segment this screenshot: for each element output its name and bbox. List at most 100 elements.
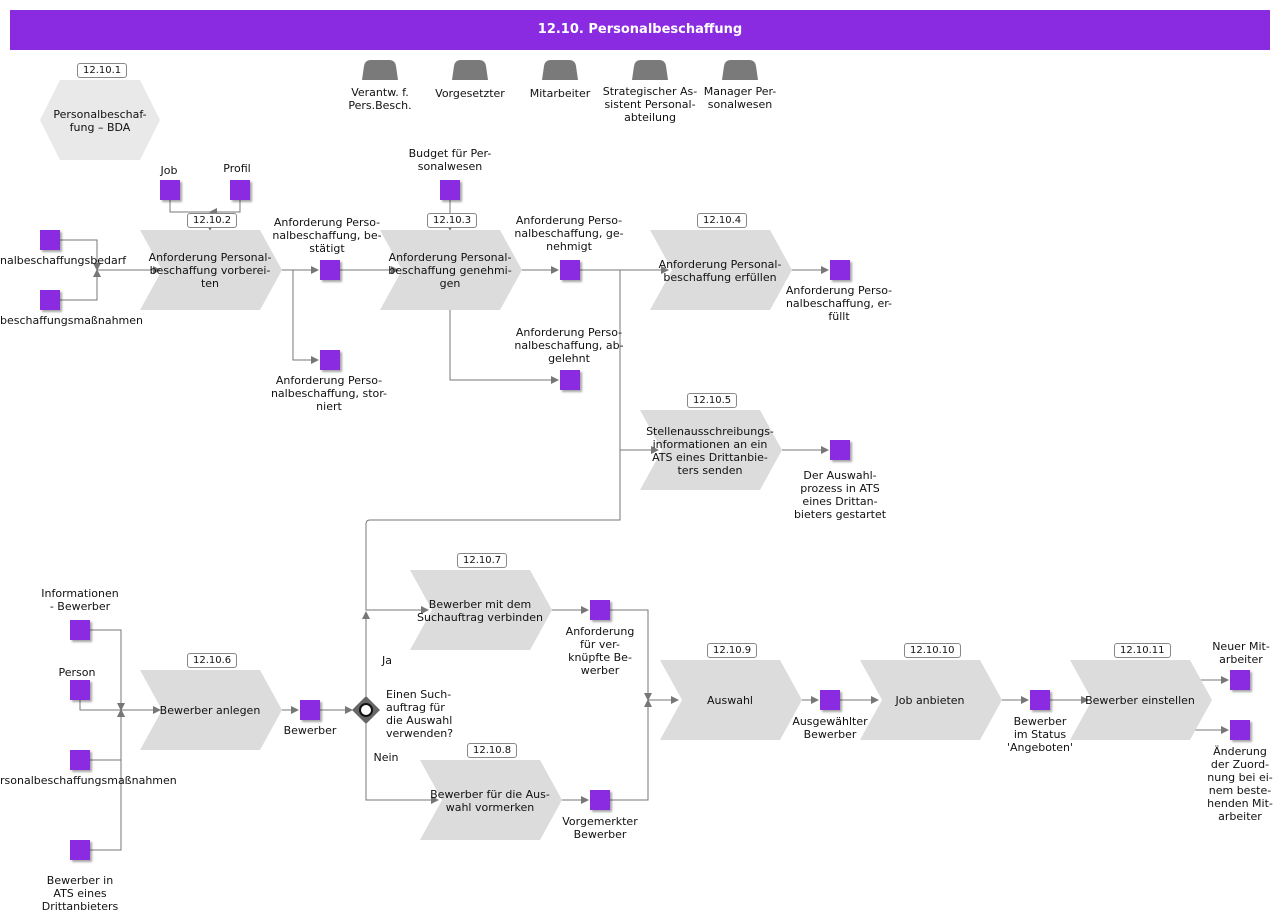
process-label: Stellenausschreibungs- informationen an … [646,425,774,477]
process-chevron [140,230,282,310]
object-label: Job [160,164,178,177]
object-bewerber[interactable] [300,700,320,720]
process-chevron [1070,660,1212,740]
process-label: Anforderung Personal- beschaffung vorber… [148,251,272,290]
process-label: Anforderung Personal- beschaffung genehm… [388,251,512,290]
connectors [60,200,1229,851]
process-chevron [860,660,1002,740]
role-icon [632,60,668,80]
role-icon [362,60,398,80]
object-informationen-bewerber[interactable] [70,620,90,640]
object-profil[interactable] [230,180,250,200]
process-chevron [640,410,782,490]
object-zuordnung-aenderung[interactable] [1230,720,1250,740]
object-bestaetigt[interactable] [320,260,340,280]
role-label: Verantw. f. Pers.Besch. [348,86,412,112]
role-icon [542,60,578,80]
connector-line [90,629,125,711]
object-ats-gestartet[interactable] [830,440,850,460]
role-icon [452,60,488,80]
process-chevron [380,230,522,310]
process-label: Bewerber einstellen [1085,694,1195,707]
object-erfuellt[interactable] [830,260,850,280]
connector-line [90,709,125,851]
object-budget[interactable] [440,180,460,200]
connector-line [449,310,559,384]
process-id-badge: 12.10.5 [687,393,738,408]
process-label: Bewerber mit dem Suchauftrag verbinden [417,598,543,624]
connector-line [365,724,439,804]
process-chevron [660,660,802,740]
object-bedarf[interactable] [40,230,60,250]
diagram-header: 12.10. Personalbeschaffung [10,10,1270,50]
object-storniert[interactable] [320,350,340,370]
role-label: Strategischer As- sistent Personal- abte… [602,85,698,124]
gateway-yes-label: Ja [382,654,392,667]
object-label: Budget für Per- sonalwesen [408,147,492,173]
process-chevron [140,670,282,750]
gateway [352,696,380,724]
process-label: Job anbieten [895,694,965,707]
object-label: Neuer Mit- arbeiter [1212,640,1270,666]
process-label: Auswahl [707,694,753,707]
object-bewerber-angeboten[interactable] [1030,690,1050,710]
object-ausgewaehlter-bewerber[interactable] [820,690,840,710]
process-label: Bewerber anlegen [159,704,261,717]
object-label: Bewerber [283,724,337,737]
object-label: Anforderung Perso- nalbeschaffung, be- s… [272,216,382,255]
diagram-title: 12.10. Personalbeschaffung [537,22,743,37]
gateway-circle [359,703,373,717]
object-genehmigt[interactable] [560,260,580,280]
process-id-badge: 12.10.8 [467,743,518,758]
hexagon-id-badge: 12.10.1 [77,63,128,78]
object-label: Änderung der Zuord- nung bei ei- nem bes… [1207,745,1273,823]
process-id-badge: 12.10.10 [904,643,961,658]
connector-line [90,709,125,761]
object-label: Bewerber im Status 'Angeboten' [1006,715,1074,754]
process-id-badge: 12.10.2 [187,213,238,228]
object-label: Bewerber in ATS eines Drittanbieters [41,874,119,913]
connector-line [610,699,652,801]
process-id-badge: 12.10.11 [1114,643,1171,658]
process-chevron [650,230,792,310]
process-id-badge: 12.10.7 [457,553,508,568]
role-label: Vorgesetzter [435,87,505,100]
connector-line [610,609,652,701]
object-person[interactable] [70,680,90,700]
object-abgelehnt[interactable] [560,370,580,390]
object-massnahmen[interactable] [40,290,60,310]
connector-line [79,700,161,714]
object-label: Anforderung Perso- nalbeschaffung, ab- g… [514,326,624,365]
object-label: Ausgewählter Bewerber [792,715,868,741]
gateway-question: Einen Such- auftrag für die Auswahl verw… [386,688,454,740]
role-icon [722,60,758,80]
shapes [40,60,1212,840]
process-id-badge: 12.10.9 [707,643,758,658]
gateway-no-label: Nein [373,751,399,764]
object-vorgemerkter-bewerber[interactable] [590,790,610,810]
object-label: Anforderung Perso- nalbeschaffung, ge- n… [514,214,624,253]
connector-line [60,269,101,301]
object-label: Anforderung Perso- nalbeschaffung, er- f… [785,284,893,323]
object-job[interactable] [160,180,180,200]
object-label: Anforderung für ver- knüpfte Be- werber [565,625,635,677]
object-label: nalbeschaffungsbedarf [0,254,127,267]
role-label: Manager Per- sonalwesen [703,85,777,111]
object-bewerber-ats[interactable] [70,840,90,860]
object-label: Vorgemerkter Bewerber [562,815,638,841]
connector-line [292,270,319,364]
process-id-badge: 12.10.6 [187,653,238,668]
connector-line [60,239,101,271]
object-verknuepfte-bewerber[interactable] [590,600,610,620]
connector-line [365,450,621,614]
process-id-badge: 12.10.4 [697,213,748,228]
object-neuer-mitarbeiter[interactable] [1230,670,1250,690]
process-label: Anforderung Personal- beschaffung erfüll… [658,258,782,284]
object-massnahmen-2[interactable] [70,750,90,770]
object-label: rsonalbeschaffungsmaßnahmen [0,774,177,787]
connector-line [209,200,241,216]
object-label: beschaffungsmaßnahmen [0,314,143,327]
process-id-badge: 12.10.3 [427,213,478,228]
hexagon-shape [40,80,160,160]
